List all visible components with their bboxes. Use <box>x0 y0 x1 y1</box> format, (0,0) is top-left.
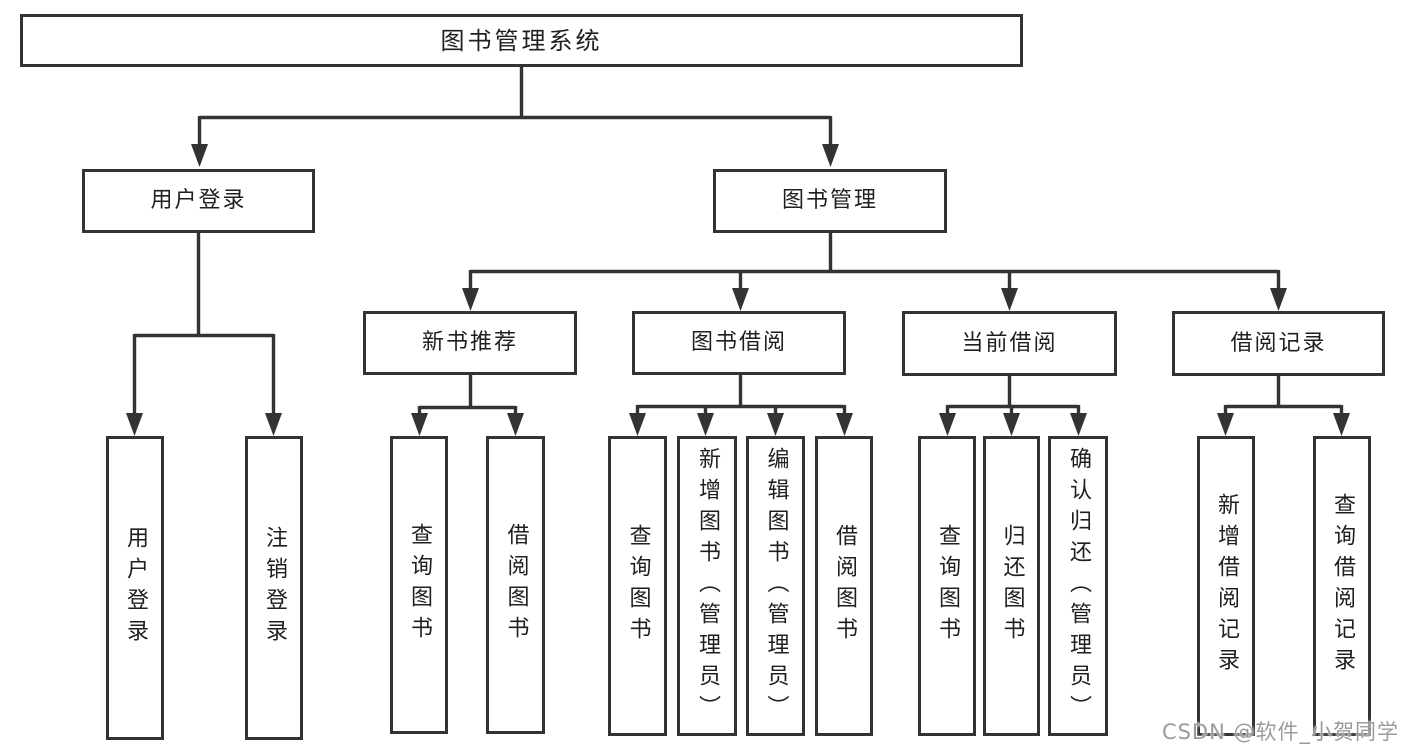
leaf-borrow-query-books-label: 查询图书 <box>625 524 651 648</box>
leaf-borrow-query-books: 查询图书 <box>608 436 667 736</box>
leaf-return-books: 归还图书 <box>983 436 1040 736</box>
connector-root-to-level2 <box>197 67 833 150</box>
arrowhead <box>1003 413 1020 436</box>
arrowhead <box>507 413 524 436</box>
leaf-newbook-query-books-label: 查询图书 <box>407 523 432 647</box>
leaf-add-books-admin-label: 新增图书（管理员） <box>695 446 720 726</box>
leaf-return-books-label: 归还图书 <box>999 524 1025 648</box>
leaf-add-books-admin: 新增图书（管理员） <box>677 436 737 736</box>
connector-new-book-children <box>417 374 518 418</box>
node-new-book-recommend-label: 新书推荐 <box>421 330 518 355</box>
connector-book-borrow-children <box>635 374 847 418</box>
node-borrow-records: 借阅记录 <box>1172 311 1385 376</box>
leaf-edit-books-admin: 编辑图书（管理员） <box>746 436 805 736</box>
arrowhead <box>462 288 479 311</box>
leaf-add-borrow-record: 新增借阅记录 <box>1197 436 1255 736</box>
arrowhead <box>1270 288 1287 311</box>
leaf-logout: 注销登录 <box>245 436 303 740</box>
arrowhead <box>191 144 208 167</box>
node-user-login-label: 用户登录 <box>150 188 247 213</box>
node-book-borrow: 图书借阅 <box>632 311 846 375</box>
node-current-borrow-label: 当前借阅 <box>961 330 1058 356</box>
node-book-management-label: 图书管理 <box>781 188 878 213</box>
node-book-management: 图书管理 <box>713 169 947 233</box>
leaf-current-query-books-label: 查询图书 <box>935 524 960 648</box>
arrowhead <box>939 413 956 436</box>
arrowhead <box>126 413 143 436</box>
arrowhead <box>767 413 784 436</box>
node-user-login: 用户登录 <box>82 169 315 233</box>
leaf-query-borrow-record-label: 查询借阅记录 <box>1330 493 1355 679</box>
csdn-watermark: CSDN @软件_小贺同学 <box>1161 720 1399 744</box>
leaf-logout-label: 注销登录 <box>262 526 287 650</box>
arrowhead <box>697 413 714 436</box>
leaf-newbook-borrow-books-label: 借阅图书 <box>503 523 529 647</box>
leaf-user-login-label: 用户登录 <box>123 526 148 650</box>
leaf-confirm-return-admin-label: 确认归还（管理员） <box>1066 446 1091 726</box>
node-current-borrow: 当前借阅 <box>902 311 1117 376</box>
arrowhead <box>265 413 282 436</box>
leaf-newbook-query-books: 查询图书 <box>390 436 448 734</box>
arrowhead <box>1001 288 1018 311</box>
leaf-add-borrow-record-label: 新增借阅记录 <box>1214 493 1239 679</box>
connector-borrow-records-children <box>1223 375 1344 418</box>
arrowhead <box>629 413 646 436</box>
arrowhead <box>1217 413 1234 436</box>
leaf-user-login: 用户登录 <box>106 436 164 740</box>
leaf-newbook-borrow-books: 借阅图书 <box>486 436 545 734</box>
leaf-confirm-return-admin: 确认归还（管理员） <box>1048 436 1108 736</box>
arrowhead <box>732 288 749 311</box>
arrowhead <box>411 413 428 436</box>
node-new-book-recommend: 新书推荐 <box>363 311 577 375</box>
node-borrow-records-label: 借阅记录 <box>1230 330 1327 356</box>
node-root-label: 图书管理系统 <box>440 26 603 55</box>
connector-current-borrow-children <box>945 375 1081 418</box>
leaf-edit-books-admin-label: 编辑图书（管理员） <box>763 446 789 726</box>
leaf-borrow-borrow-books: 借阅图书 <box>815 436 873 736</box>
connector-user-login-children <box>132 232 276 418</box>
arrowhead <box>1070 413 1087 436</box>
connector-book-management-children <box>468 232 1281 293</box>
leaf-borrow-borrow-books-label: 借阅图书 <box>832 524 857 648</box>
arrowhead <box>1333 413 1350 436</box>
arrowhead <box>836 413 853 436</box>
node-book-borrow-label: 图书借阅 <box>690 330 787 355</box>
leaf-current-query-books: 查询图书 <box>918 436 976 736</box>
arrowhead <box>822 144 839 167</box>
leaf-query-borrow-record: 查询借阅记录 <box>1313 436 1371 736</box>
node-root: 图书管理系统 <box>20 14 1023 67</box>
